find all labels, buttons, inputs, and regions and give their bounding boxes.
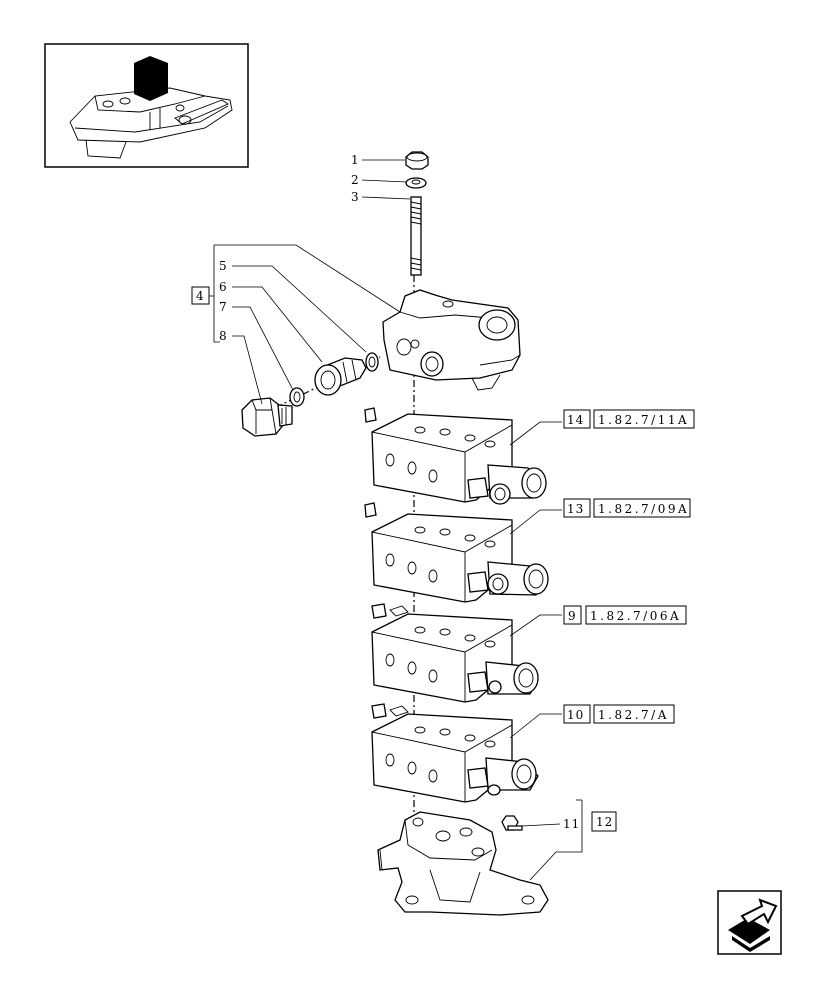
callout-4-box xyxy=(191,286,210,305)
callout-2: 2 xyxy=(351,173,360,187)
valve-section-13 xyxy=(364,502,549,603)
callout-1: 1 xyxy=(351,153,360,167)
valve-insert xyxy=(314,357,367,396)
o-ring-7 xyxy=(289,387,305,407)
callout-14: 14 xyxy=(567,413,584,427)
washer xyxy=(405,177,427,189)
callout-14-box xyxy=(563,409,591,429)
cover-screw xyxy=(501,815,523,831)
callout-9-box xyxy=(563,605,582,625)
valve-section-14 xyxy=(364,407,547,505)
reference-9-link[interactable]: 1.82.7/06A xyxy=(590,609,681,623)
valve-top-housing xyxy=(382,289,521,391)
hex-plug xyxy=(241,397,293,437)
next-page-button[interactable] xyxy=(717,890,782,955)
reference-14-link[interactable]: 1.82.7/11A xyxy=(598,413,689,427)
callout-5: 5 xyxy=(219,259,228,273)
callout-4: 4 xyxy=(196,289,205,303)
callout-10-box xyxy=(563,704,591,724)
callout-12: 12 xyxy=(596,815,613,829)
callout-13: 13 xyxy=(567,502,584,516)
callout-3: 3 xyxy=(351,190,360,204)
reference-10-box[interactable] xyxy=(593,704,675,724)
reference-9-box[interactable] xyxy=(585,605,687,625)
reference-13-box[interactable] xyxy=(593,498,691,518)
valve-section-10 xyxy=(371,703,539,803)
callout-8: 8 xyxy=(219,329,228,343)
callout-13-box xyxy=(563,498,591,518)
next-page-arrow-icon xyxy=(728,898,778,952)
callout-11: 11 xyxy=(563,817,580,831)
o-ring-6 xyxy=(365,352,379,372)
valve-section-9 xyxy=(371,603,539,703)
callout-9: 9 xyxy=(568,609,577,623)
reference-10-link[interactable]: 1.82.7/A xyxy=(598,708,669,722)
leader-lines xyxy=(209,159,583,881)
callout-7: 7 xyxy=(219,300,228,314)
end-cover xyxy=(377,811,549,916)
reference-13-link[interactable]: 1.82.7/09A xyxy=(598,502,689,516)
callout-10: 10 xyxy=(567,708,584,722)
stud xyxy=(410,196,422,276)
reference-14-box[interactable] xyxy=(593,409,695,429)
callout-6: 6 xyxy=(219,280,228,294)
tractor-rear-housing-thumbnail-icon xyxy=(69,56,233,159)
thumbnail-view[interactable] xyxy=(44,43,249,168)
callout-12-box xyxy=(591,811,617,832)
nut xyxy=(405,151,429,170)
